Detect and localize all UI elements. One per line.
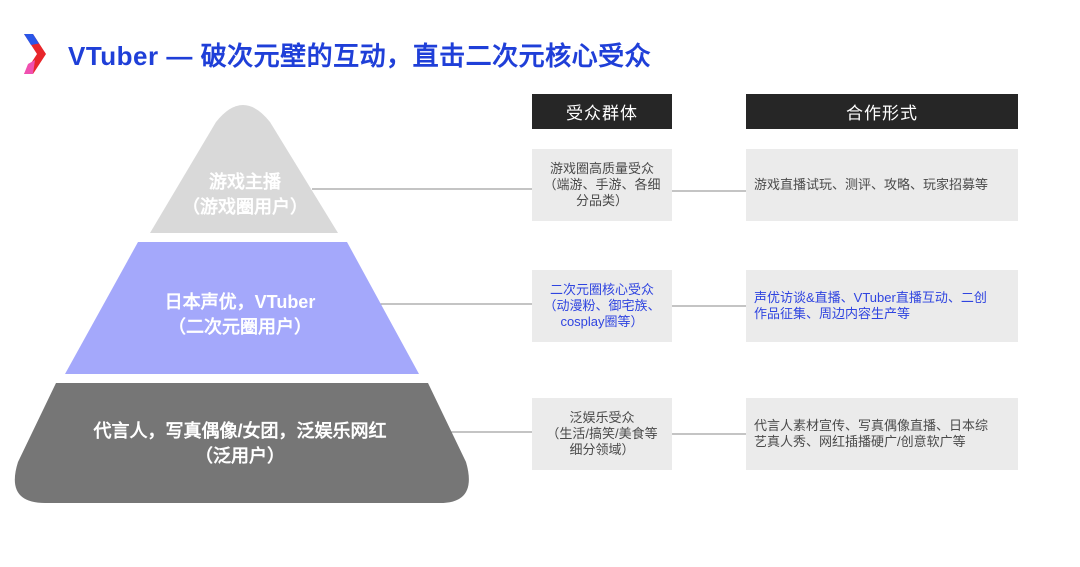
audience-text: 二次元圈核心受众 bbox=[549, 282, 654, 297]
audience-text: （生活/搞笑/美食等 bbox=[546, 426, 658, 441]
cooperation-text: 艺真人秀、网红插播硬广/创意软广等 bbox=[754, 434, 966, 449]
cooperation-text: 游戏直播试玩、测评、攻略、玩家招募等 bbox=[754, 177, 989, 192]
page-title: VTuber — 破次元壁的互动，直击二次元核心受众 bbox=[68, 40, 652, 71]
cooperation-box-tier1: 游戏直播试玩、测评、攻略、玩家招募等 bbox=[746, 149, 1018, 221]
tier-1-label: 游戏主播 （游戏圈用户） bbox=[160, 168, 330, 222]
cooperation-text: 作品征集、周边内容生产等 bbox=[754, 306, 911, 321]
audience-box-tier3: 泛娱乐受众 （生活/搞笑/美食等 细分领域） bbox=[532, 398, 672, 470]
audience-text: 游戏圈高质量受众 bbox=[549, 161, 654, 176]
pyramid-tier-2 bbox=[65, 242, 419, 374]
pyramid-tier-1 bbox=[150, 105, 338, 233]
audience-text: （端游、手游、各细 bbox=[543, 177, 661, 192]
audience-box-tier2: 二次元圈核心受众 （动漫粉、御宅族、 cosplay圈等） bbox=[532, 270, 672, 342]
cooperation-box-tier2: 声优访谈&直播、VTuber直播互动、二创 作品征集、周边内容生产等 bbox=[746, 270, 1018, 342]
tier-3-subtitle: （泛用户） bbox=[195, 446, 285, 466]
audience-text: cosplay圈等） bbox=[560, 314, 644, 329]
tier-2-label: 日本声优，VTuber （二次元圈用户） bbox=[110, 288, 370, 342]
tier-3-title: 代言人，写真偶像/女团，泛娱乐网红 bbox=[93, 421, 387, 441]
tier-2-title: 日本声优，VTuber bbox=[164, 292, 316, 312]
cooperation-column-header: 合作形式 bbox=[746, 94, 1018, 129]
title-row: VTuber — 破次元壁的互动，直击二次元核心受众 bbox=[22, 34, 651, 74]
brand-logo-icon bbox=[24, 34, 46, 74]
audience-text: 细分领域） bbox=[569, 442, 635, 457]
tier-1-title: 游戏主播 bbox=[209, 172, 281, 192]
cooperation-text: 声优访谈&直播、VTuber直播互动、二创 bbox=[754, 290, 987, 305]
cooperation-text: 代言人素材宣传、写真偶像直播、日本综 bbox=[754, 418, 989, 433]
audience-text: 泛娱乐受众 bbox=[569, 410, 635, 425]
audience-text: 分品类） bbox=[575, 193, 628, 208]
tier-1-subtitle: （游戏圈用户） bbox=[182, 197, 308, 217]
pyramid-tier-3 bbox=[14, 383, 469, 503]
audience-text: （动漫粉、御宅族、 bbox=[543, 298, 661, 313]
tier-2-subtitle: （二次元圈用户） bbox=[168, 317, 312, 337]
cooperation-box-tier3: 代言人素材宣传、写真偶像直播、日本综 艺真人秀、网红插播硬广/创意软广等 bbox=[746, 398, 1018, 470]
audience-column-header: 受众群体 bbox=[532, 94, 672, 129]
tier-3-label: 代言人，写真偶像/女团，泛娱乐网红 （泛用户） bbox=[40, 417, 440, 471]
audience-box-tier1: 游戏圈高质量受众 （端游、手游、各细 分品类） bbox=[532, 149, 672, 221]
